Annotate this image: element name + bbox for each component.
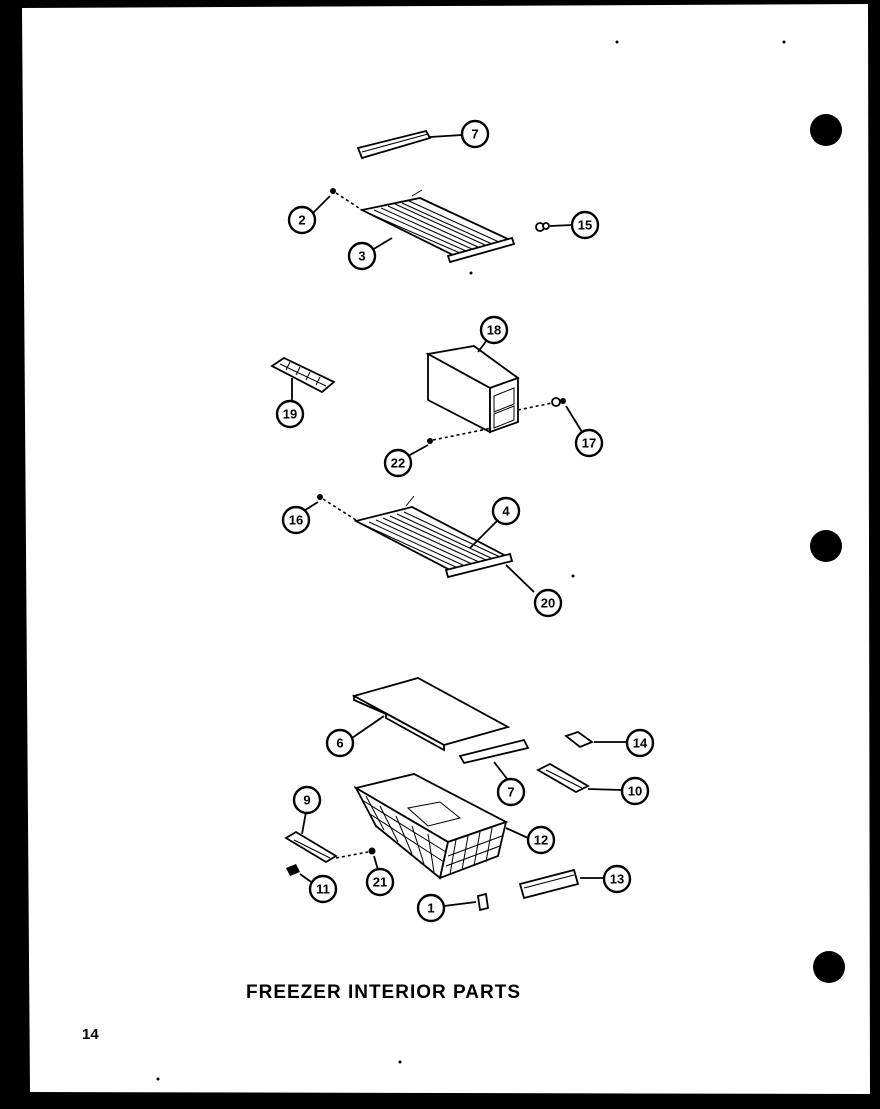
svg-text:13: 13 (610, 872, 624, 887)
part-trim-strip-7 (458, 738, 530, 765)
part-wire-basket-12 (353, 773, 509, 880)
svg-text:16: 16 (289, 513, 303, 528)
callout-14: 14 (625, 728, 655, 758)
part-glass-panel-6 (351, 677, 511, 752)
svg-text:21: 21 (373, 875, 387, 890)
part-screw-2 (330, 188, 336, 194)
binder-hole-bottom (813, 951, 845, 983)
svg-text:14: 14 (633, 736, 648, 751)
part-bracket-9 (284, 830, 338, 864)
svg-text:17: 17 (582, 436, 596, 451)
svg-text:7: 7 (471, 127, 478, 142)
part-screw-22 (427, 438, 433, 444)
svg-text:3: 3 (358, 249, 365, 264)
callout-5: 7 (460, 119, 490, 149)
svg-text:2: 2 (298, 213, 305, 228)
callout-17: 17 (574, 428, 604, 458)
callout-21: 21 (365, 867, 395, 897)
part-screw-11 (286, 864, 300, 876)
callout-1: 1 (416, 893, 446, 923)
callout-20: 20 (533, 588, 563, 618)
svg-text:9: 9 (303, 793, 310, 808)
callout-13: 13 (602, 864, 632, 894)
part-front-trim-13 (518, 868, 580, 900)
part-wire-shelf-3 (359, 189, 516, 264)
callout-16: 16 (281, 505, 311, 535)
callout-2: 2 (287, 205, 317, 235)
callout-3: 3 (347, 241, 377, 271)
part-clip-15 (535, 222, 550, 232)
svg-text:1: 1 (427, 901, 434, 916)
svg-text:7: 7 (507, 785, 514, 800)
callout-22: 22 (383, 448, 413, 478)
svg-text:22: 22 (391, 456, 405, 471)
part-cap-14 (564, 731, 594, 749)
part-clip-1 (476, 892, 490, 912)
svg-text:4: 4 (502, 504, 510, 519)
callout-9: 9 (292, 785, 322, 815)
part-trim-strip-5 (356, 129, 432, 160)
callout-15: 15 (570, 210, 600, 240)
page-number: 14 (82, 1026, 99, 1043)
svg-text:15: 15 (578, 218, 592, 233)
callout-18: 18 (479, 315, 509, 345)
svg-text:6: 6 (336, 736, 343, 751)
callout-6: 6 (325, 728, 355, 758)
part-ice-tray-19 (270, 356, 336, 394)
callout-7: 7 (496, 777, 526, 807)
svg-text:12: 12 (534, 833, 548, 848)
binder-hole-middle (810, 530, 842, 562)
svg-text:10: 10 (628, 784, 642, 799)
callout-11: 11 (308, 874, 338, 904)
callout-4: 4 (491, 496, 521, 526)
callout-10: 10 (620, 776, 650, 806)
svg-text:19: 19 (283, 407, 297, 422)
svg-text:18: 18 (487, 323, 501, 338)
binder-hole-top (810, 114, 842, 146)
diagram-title: FREEZER INTERIOR PARTS (246, 982, 521, 1003)
svg-text:20: 20 (541, 596, 555, 611)
callout-19: 19 (275, 399, 305, 429)
part-screw-16 (317, 494, 323, 500)
part-shelf-trim-20 (444, 552, 514, 579)
part-screw-17 (551, 397, 566, 407)
svg-text:11: 11 (316, 882, 330, 897)
callout-12: 12 (526, 825, 556, 855)
part-ice-bin-18 (425, 345, 520, 434)
part-screw-21 (368, 847, 376, 855)
part-bracket-10 (536, 762, 590, 794)
